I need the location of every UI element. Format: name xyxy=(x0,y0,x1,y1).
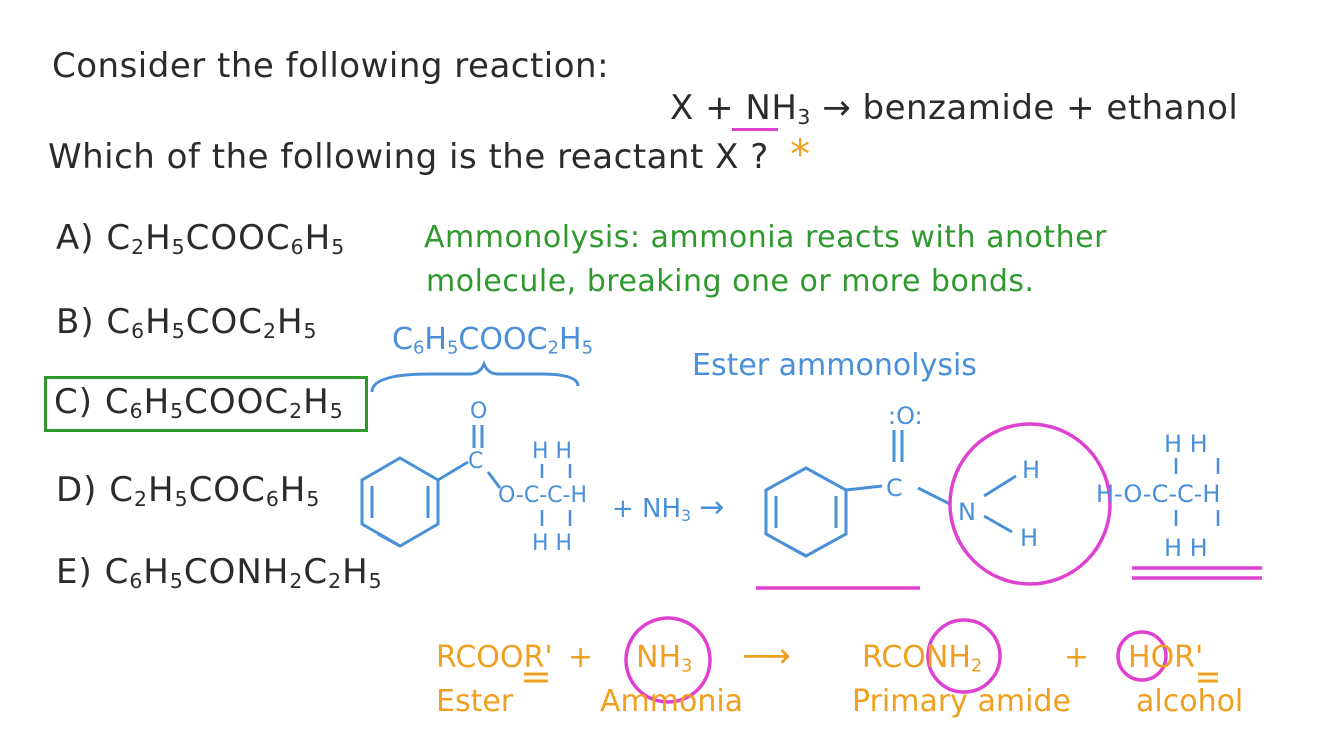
amide-h-bottom: H xyxy=(1020,524,1038,552)
ammonolysis-definition-line2: molecule, breaking one or more bonds. xyxy=(426,264,1035,299)
ethanol-bottom-h: H H xyxy=(1164,534,1208,562)
ammonia-circle xyxy=(624,616,712,704)
scheme-rcoor: RCOOR' xyxy=(436,640,553,675)
amide-h-top: H xyxy=(1022,456,1040,484)
star-icon: * xyxy=(790,132,811,178)
amide-carbonyl-o: :O: xyxy=(888,402,923,430)
option-d[interactable]: D) C2H5COC6H5 xyxy=(56,470,321,512)
label-ammonia: Ammonia xyxy=(600,684,744,719)
nh2-scheme-circle xyxy=(926,618,1002,694)
amide-carbonyl-c: C xyxy=(886,474,903,502)
option-d-formula: C2H5COC6H5 xyxy=(109,470,321,512)
option-c[interactable]: C) C6H5COOC2H5 xyxy=(54,382,344,424)
scheme-plus-2: + xyxy=(1064,640,1090,675)
scheme-arrow: ⟶ xyxy=(742,636,791,676)
question-line1: Consider the following reaction: xyxy=(52,46,610,86)
label-primary-amide: Primary amide xyxy=(852,684,1071,719)
ester-carbonyl-o: O xyxy=(470,399,487,424)
ammonia-formula: NH3 xyxy=(745,88,811,130)
reaction-equation: X + NH3 → benzamide + ethanol xyxy=(670,88,1238,129)
ester-carbonyl-c: C xyxy=(468,449,483,474)
option-b-formula: C6H5COC2H5 xyxy=(106,302,318,344)
selected-option-box xyxy=(44,376,368,432)
nh2-circle xyxy=(948,422,1112,586)
ethanol-top-h: H H xyxy=(1164,430,1208,458)
plus-nh3: + NH3 → xyxy=(612,490,725,525)
products-text: benzamide + ethanol xyxy=(862,88,1239,128)
h-scheme-circle xyxy=(1116,630,1168,682)
scheme-plus-1: + xyxy=(568,640,594,675)
option-e-formula: C6H5CONH2C2H5 xyxy=(104,552,383,594)
brace xyxy=(370,359,580,393)
amide-benzene-ring xyxy=(764,466,848,558)
ester-chain: O-C-C-H xyxy=(498,483,587,508)
scheme-nh3: NH3 xyxy=(636,640,693,677)
question-line2: Which of the following is the reactant X… xyxy=(48,132,811,178)
label-alcohol: alcohol xyxy=(1136,684,1244,719)
option-c-formula: C6H5COOC2H5 xyxy=(104,382,344,424)
ethanol-chain: H-O-C-C-H xyxy=(1096,480,1220,508)
label-ester: Ester xyxy=(436,684,514,719)
ester-ammonolysis-heading: Ester ammonolysis xyxy=(692,348,977,383)
option-e[interactable]: E) C6H5CONH2C2H5 xyxy=(56,552,383,594)
ester-formula-label: C6H5COOC2H5 xyxy=(392,322,594,359)
option-b[interactable]: B) C6H5COC2H5 xyxy=(56,302,318,344)
ester-top-h: H H xyxy=(532,439,572,464)
reaction-arrow: → xyxy=(822,88,852,128)
ester-bottom-h: H H xyxy=(532,531,572,556)
amide-n: N xyxy=(958,498,976,526)
option-a-formula: C2H5COOC6H5 xyxy=(106,218,346,260)
scheme-hor: HOR' xyxy=(1128,640,1204,675)
scheme-rconh2: RCONH2 xyxy=(862,640,983,677)
ester-benzene-ring xyxy=(360,456,440,548)
ammonolysis-definition-line1: Ammonolysis: ammonia reacts with another xyxy=(424,220,1107,255)
blue-arrow: → xyxy=(699,490,725,525)
plus-sign: + xyxy=(705,88,735,128)
option-a[interactable]: A) C2H5COOC6H5 xyxy=(56,218,346,260)
nh3-n-underline xyxy=(732,128,778,131)
reactant-x: X xyxy=(670,88,694,128)
